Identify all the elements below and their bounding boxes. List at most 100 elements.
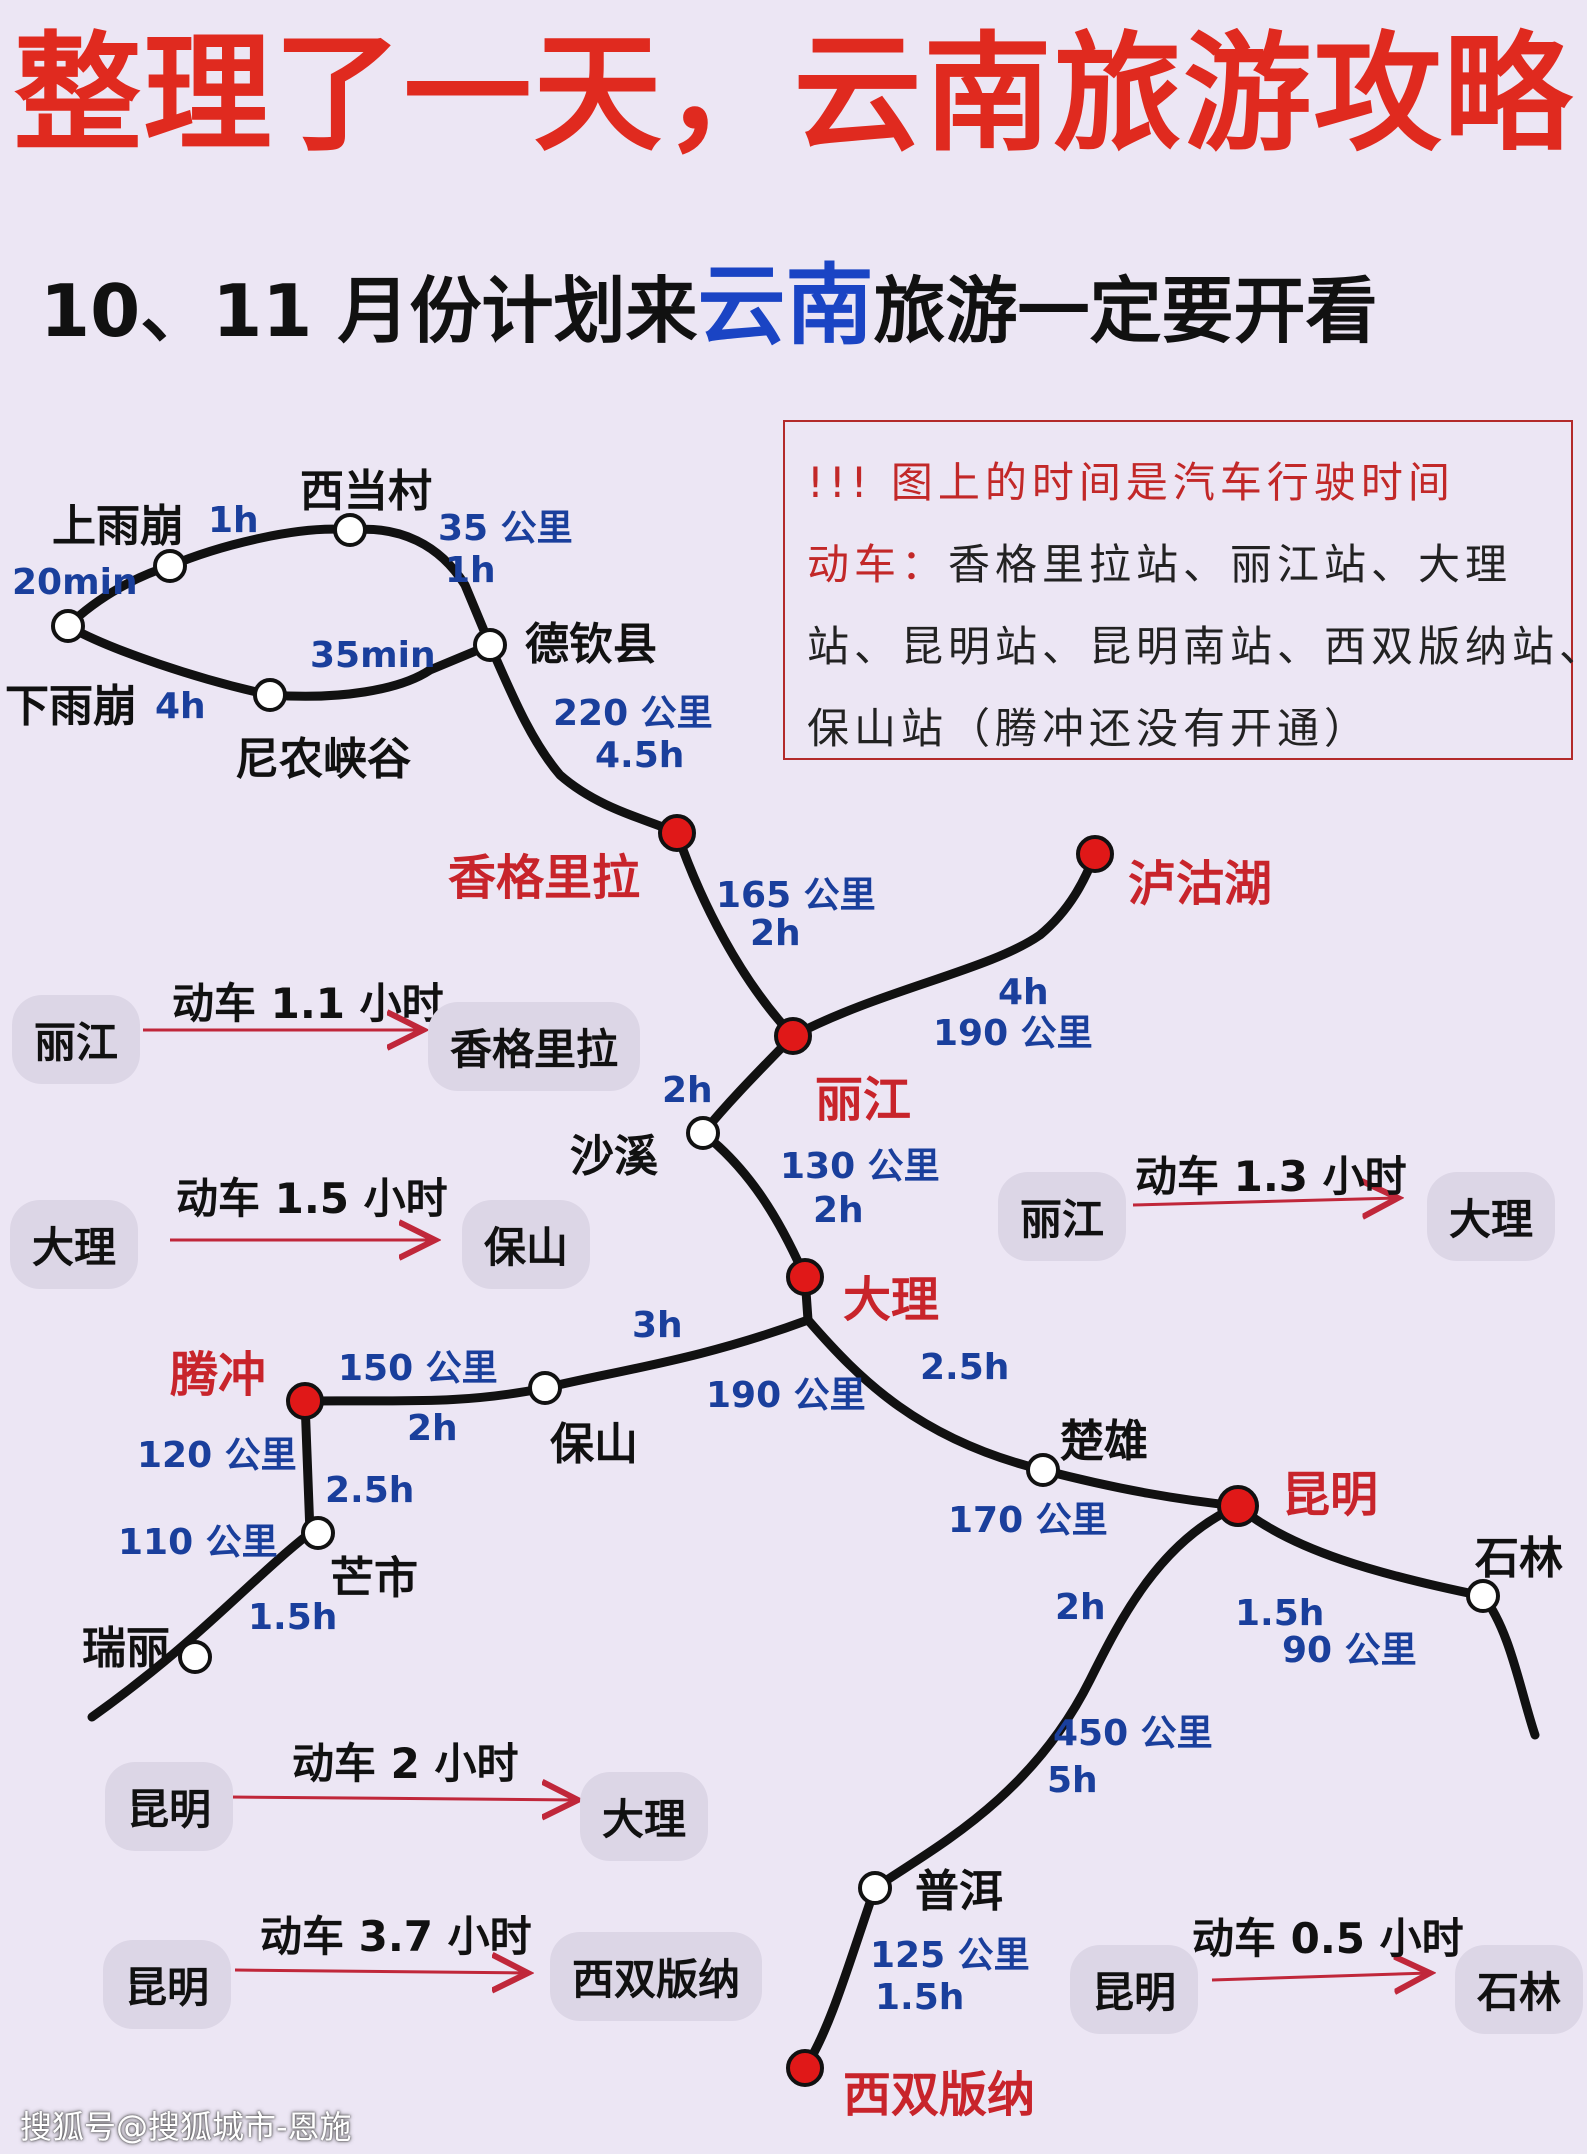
city-xishuangbanna: 西双版纳	[843, 2067, 1036, 2123]
route-label: 1h	[208, 500, 259, 541]
train-from: 丽江	[12, 995, 141, 1084]
route-label: 35min	[310, 635, 436, 676]
train-from: 大理	[10, 1200, 139, 1289]
node-ruili	[178, 1640, 212, 1674]
route-label: 20min	[12, 562, 138, 603]
route-label: 1.5h	[248, 1597, 338, 1638]
node-puer	[858, 1871, 892, 1905]
route-tengchong-mangshi	[300, 1396, 315, 1538]
city-shaxi: 沙溪	[570, 1131, 658, 1182]
node-shaxi	[686, 1116, 720, 1150]
train-label: 动车 0.5 小时	[1192, 1914, 1464, 1963]
city-xiayubeng: 下雨崩	[5, 681, 137, 732]
train-to: 石林	[1455, 1945, 1584, 2034]
route-chuxiong-kunming	[1038, 1465, 1243, 1511]
city-shilin: 石林	[1475, 1533, 1563, 1584]
route-label: 2h	[407, 1408, 458, 1449]
route-kunming-puer	[870, 1501, 1243, 1893]
node-xidangcun	[333, 513, 367, 547]
route-label: 170 公里	[948, 1500, 1108, 1541]
train-from: 昆明	[103, 1940, 232, 2029]
route-label: 190 公里	[933, 1013, 1093, 1054]
route-label: 2.5h	[920, 1347, 1010, 1388]
route-label: 125 公里	[870, 1935, 1030, 1976]
city-puer: 普洱	[915, 1866, 1003, 1917]
route-lijiang-shaxi	[698, 1031, 798, 1138]
route-label: 190 公里	[706, 1375, 866, 1416]
route-dali-chuxiong	[803, 1315, 1048, 1475]
subtitle-highlight: 云南	[697, 254, 874, 357]
route-label: 150 公里	[338, 1348, 498, 1389]
train-to: 大理	[580, 1772, 709, 1861]
city-baoshan: 保山	[550, 1419, 638, 1470]
train-label: 动车 2 小时	[292, 1739, 519, 1788]
route-label: 2.5h	[325, 1470, 415, 1511]
route-label: 450 公里	[1053, 1713, 1213, 1754]
page-title: 整理了一天，云南旅游攻略	[13, 20, 1574, 169]
city-shangyubeng: 上雨崩	[52, 501, 184, 552]
train-arrow-6	[1211, 1973, 1430, 1980]
node-dali	[786, 1258, 824, 1296]
node-baoshan	[528, 1371, 562, 1405]
route-label: 110 公里	[118, 1522, 278, 1563]
city-lugu: 泸沽湖	[1128, 856, 1273, 912]
node-mangshi	[301, 1516, 335, 1550]
route-label: 1h	[445, 550, 496, 591]
node-deqin	[473, 628, 507, 662]
note-box: !!! 图上的时间是汽车行驶时间 动车：香格里拉站、丽江站、大理 站、昆明站、昆…	[783, 420, 1587, 760]
route-label: 220 公里	[553, 693, 713, 734]
note-line-2-text: 香格里拉站、丽江站、大理	[948, 540, 1513, 589]
train-to: 香格里拉	[428, 1002, 641, 1091]
train-label: 动车 1.5 小时	[176, 1174, 448, 1223]
train-label: 动车 1.1 小时	[172, 979, 444, 1028]
node-ninong	[253, 678, 287, 712]
train-label: 动车 3.7 小时	[260, 1912, 532, 1961]
train-arrow-4	[229, 1797, 578, 1800]
route-deqin-shangrila	[485, 640, 682, 838]
train-arrow-5	[234, 1970, 528, 1973]
city-mangshi: 芒市	[330, 1553, 418, 1604]
node-shangrila	[658, 814, 696, 852]
city-tengchong: 腾冲	[170, 1347, 267, 1403]
route-label: 2h	[813, 1190, 864, 1231]
city-xidangcun: 西当村	[300, 466, 432, 517]
city-ninong: 尼农峡谷	[235, 734, 411, 785]
node-kunming	[1217, 1485, 1259, 1527]
node-xiayubeng	[51, 609, 85, 643]
train-from: 昆明	[105, 1762, 234, 1851]
node-tengchong	[286, 1382, 324, 1420]
route-shaxi-dali	[698, 1128, 810, 1282]
train-label: 动车 1.3 小时	[1135, 1152, 1407, 1201]
city-kunming: 昆明	[1282, 1467, 1379, 1523]
city-shangrila: 香格里拉	[448, 850, 641, 906]
subtitle-post: 旅游一定要开看	[873, 269, 1378, 353]
route-label: 2h	[662, 1070, 713, 1111]
route-loop-upper	[63, 524, 495, 650]
city-chuxiong: 楚雄	[1060, 1416, 1148, 1467]
train-to: 保山	[462, 1200, 591, 1289]
note-line-4: 保山站（腾冲还没有开通）	[807, 704, 1372, 753]
route-shangrila-lijiang	[672, 828, 798, 1041]
route-lijiang-lugu	[788, 849, 1100, 1041]
node-xishuangbanna	[786, 2049, 824, 2087]
watermark: 搜狐号@搜狐城市-恩施	[20, 2108, 352, 2146]
route-label: 1.5h	[1235, 1593, 1325, 1634]
note-line-2-label: 动车：	[807, 540, 949, 589]
subtitle-pre: 10、11 月份计划来	[40, 269, 698, 353]
train-from: 丽江	[998, 1172, 1127, 1261]
node-lugu	[1076, 835, 1114, 873]
route-label: 4h	[155, 686, 206, 727]
route-label: 2h	[1055, 1587, 1106, 1628]
note-line-1: !!! 图上的时间是汽车行驶时间	[807, 458, 1455, 507]
route-label: 90 公里	[1282, 1630, 1417, 1671]
city-lijiang: 丽江	[815, 1072, 912, 1128]
city-deqin: 德钦县	[525, 619, 657, 670]
route-puer-xishuangbanna	[800, 1883, 880, 2073]
route-label: 35 公里	[438, 508, 573, 549]
train-arrow-3	[1132, 1198, 1398, 1205]
route-label: 4.5h	[595, 735, 685, 776]
route-mangshi-ruili	[87, 1528, 315, 1722]
route-label: 4h	[998, 972, 1049, 1013]
city-ruili: 瑞丽	[82, 1623, 170, 1674]
